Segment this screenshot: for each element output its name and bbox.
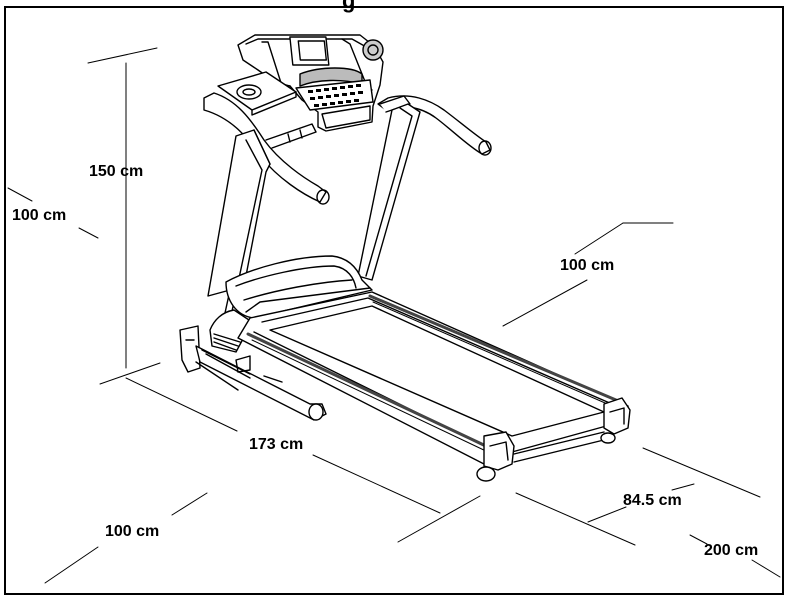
rear-clearance-label: 200 cm bbox=[704, 542, 759, 559]
width-label: 84.5 cm bbox=[623, 492, 682, 509]
length-label: 173 cm bbox=[249, 436, 304, 453]
console bbox=[237, 34, 384, 132]
right-clearance-label: 100 cm bbox=[560, 257, 615, 274]
left-clearance-label: 100 cm bbox=[12, 207, 67, 224]
diagram-frame bbox=[4, 6, 784, 595]
bottle-tray bbox=[217, 71, 297, 116]
uprights bbox=[207, 103, 421, 339]
height-label: 150 cm bbox=[89, 163, 144, 180]
dimension-lines bbox=[7, 47, 781, 584]
front-clearance-label: 100 cm bbox=[105, 523, 160, 540]
deck bbox=[179, 291, 631, 482]
motor-hood bbox=[209, 255, 373, 353]
